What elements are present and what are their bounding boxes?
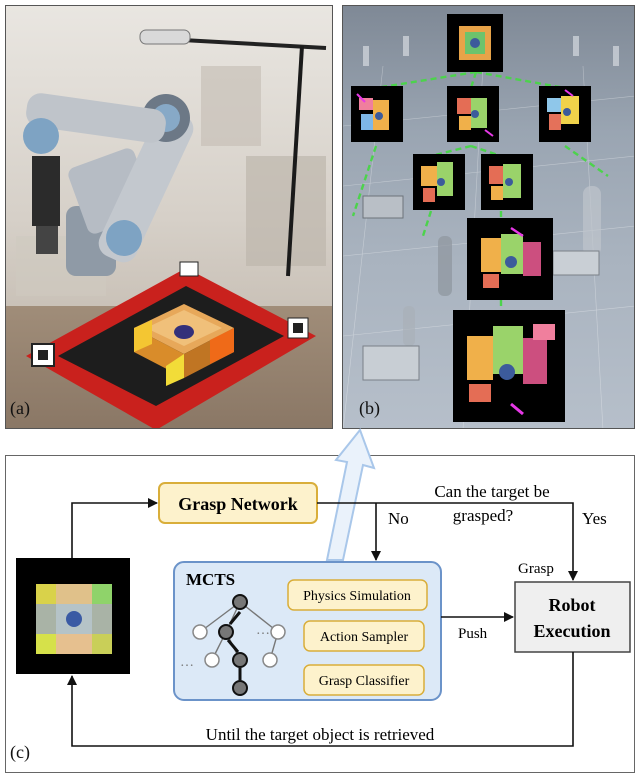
- robot-execution-box: [514, 581, 631, 653]
- tree-node-root: [447, 14, 503, 72]
- mcts-tree-nodes: [192, 594, 286, 696]
- action-sampler-box: [303, 620, 425, 652]
- loop-label: Until the target object is retrieved: [206, 725, 435, 744]
- tree-node-1: [351, 86, 403, 142]
- panel-b-label: (b): [359, 398, 380, 418]
- question-line2: grasped?: [453, 506, 513, 525]
- no-label: No: [388, 509, 409, 528]
- flow-arrows: [67, 498, 578, 747]
- mcts-label: MCTS: [186, 570, 235, 589]
- grasp-network-label: Grasp Network: [178, 494, 298, 514]
- push-label: Push: [458, 626, 488, 642]
- tree-node-4: [413, 154, 465, 210]
- grasp-classifier-box: [303, 664, 425, 696]
- robot-execution-label-line1: Robot: [548, 595, 595, 615]
- robot-photo-illustration: [6, 6, 332, 428]
- tree-node-2: [447, 86, 499, 142]
- yes-label: Yes: [582, 509, 607, 528]
- panel-c-label: (c): [10, 742, 30, 762]
- panel-a-label: (a): [10, 398, 30, 418]
- tree-node-6: [467, 218, 553, 300]
- panel-a-robot-photo: (a): [5, 5, 333, 429]
- tree-dots-left: …: [180, 655, 194, 670]
- highlight-arrow: [325, 427, 376, 561]
- grasp-label: Grasp: [518, 561, 554, 577]
- action-sampler-label: Action Sampler: [320, 630, 409, 645]
- panel-c-pipeline: (c): [5, 455, 635, 773]
- tree-node-7: [453, 310, 565, 422]
- tree-dots-right: …: [256, 623, 270, 638]
- tree-node-3: [539, 86, 591, 142]
- panel-b-simulation: (b): [342, 5, 635, 429]
- mcts-tree-path: [226, 611, 242, 680]
- tree-node-5: [481, 154, 533, 210]
- physics-simulation-label: Physics Simulation: [303, 589, 411, 604]
- simulation-tree-illustration: [343, 14, 634, 428]
- grasp-classifier-label: Grasp Classifier: [319, 674, 410, 689]
- question-line1: Can the target be: [434, 482, 549, 501]
- physics-simulation-box: [287, 579, 428, 611]
- input-scene-image: [16, 558, 130, 674]
- robot-execution-label-line2: Execution: [533, 621, 610, 641]
